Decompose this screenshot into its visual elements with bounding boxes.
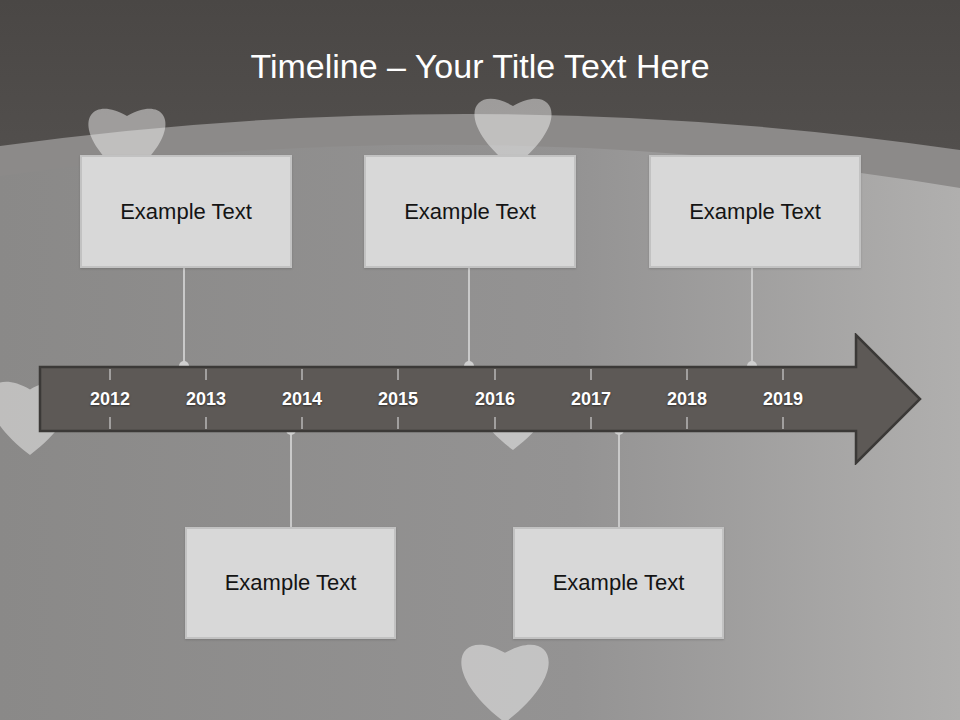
slide-title: Timeline – Your Title Text Here (0, 44, 960, 88)
year-tick (206, 369, 207, 380)
leader-line (468, 268, 470, 362)
event-text: Example Text (225, 570, 357, 596)
event-box: Example Text (513, 527, 724, 639)
year-tick (495, 417, 496, 429)
year-tick (687, 417, 688, 429)
year-tick (495, 369, 496, 380)
arrow-body (40, 335, 920, 463)
year-label: 2017 (571, 389, 611, 409)
lower-ground (0, 145, 960, 720)
year-tick (591, 417, 592, 429)
year-label: 2014 (282, 389, 322, 409)
leader-line (751, 268, 753, 362)
heart (461, 645, 548, 720)
year-tick (302, 417, 303, 429)
year-tick (398, 369, 399, 380)
event-box: Example Text (185, 527, 396, 639)
year-tick (110, 369, 111, 380)
year-tick (591, 369, 592, 380)
leader-line (618, 434, 620, 527)
year-tick (687, 369, 688, 380)
event-text: Example Text (120, 199, 252, 225)
year-label: 2013 (186, 389, 226, 409)
timeline-arrow: 2012 2013 2014 2015 2016 2017 2018 2019 (38, 333, 924, 465)
year-label: 2015 (378, 389, 418, 409)
year-tick (302, 369, 303, 380)
year-tick (783, 369, 784, 380)
event-text: Example Text (553, 570, 685, 596)
event-text: Example Text (689, 199, 821, 225)
year-label: 2016 (475, 389, 515, 409)
year-label: 2018 (667, 389, 707, 409)
event-box: Example Text (649, 155, 861, 268)
year-tick (783, 417, 784, 429)
leader-line (183, 268, 185, 362)
year-tick (206, 417, 207, 429)
leader-line (290, 434, 292, 527)
event-box: Example Text (80, 155, 292, 268)
year-tick (110, 417, 111, 429)
event-text: Example Text (404, 199, 536, 225)
event-box: Example Text (364, 155, 576, 268)
year-label: 2019 (763, 389, 803, 409)
year-label: 2012 (90, 389, 130, 409)
year-tick (398, 417, 399, 429)
arc-band (0, 114, 960, 720)
